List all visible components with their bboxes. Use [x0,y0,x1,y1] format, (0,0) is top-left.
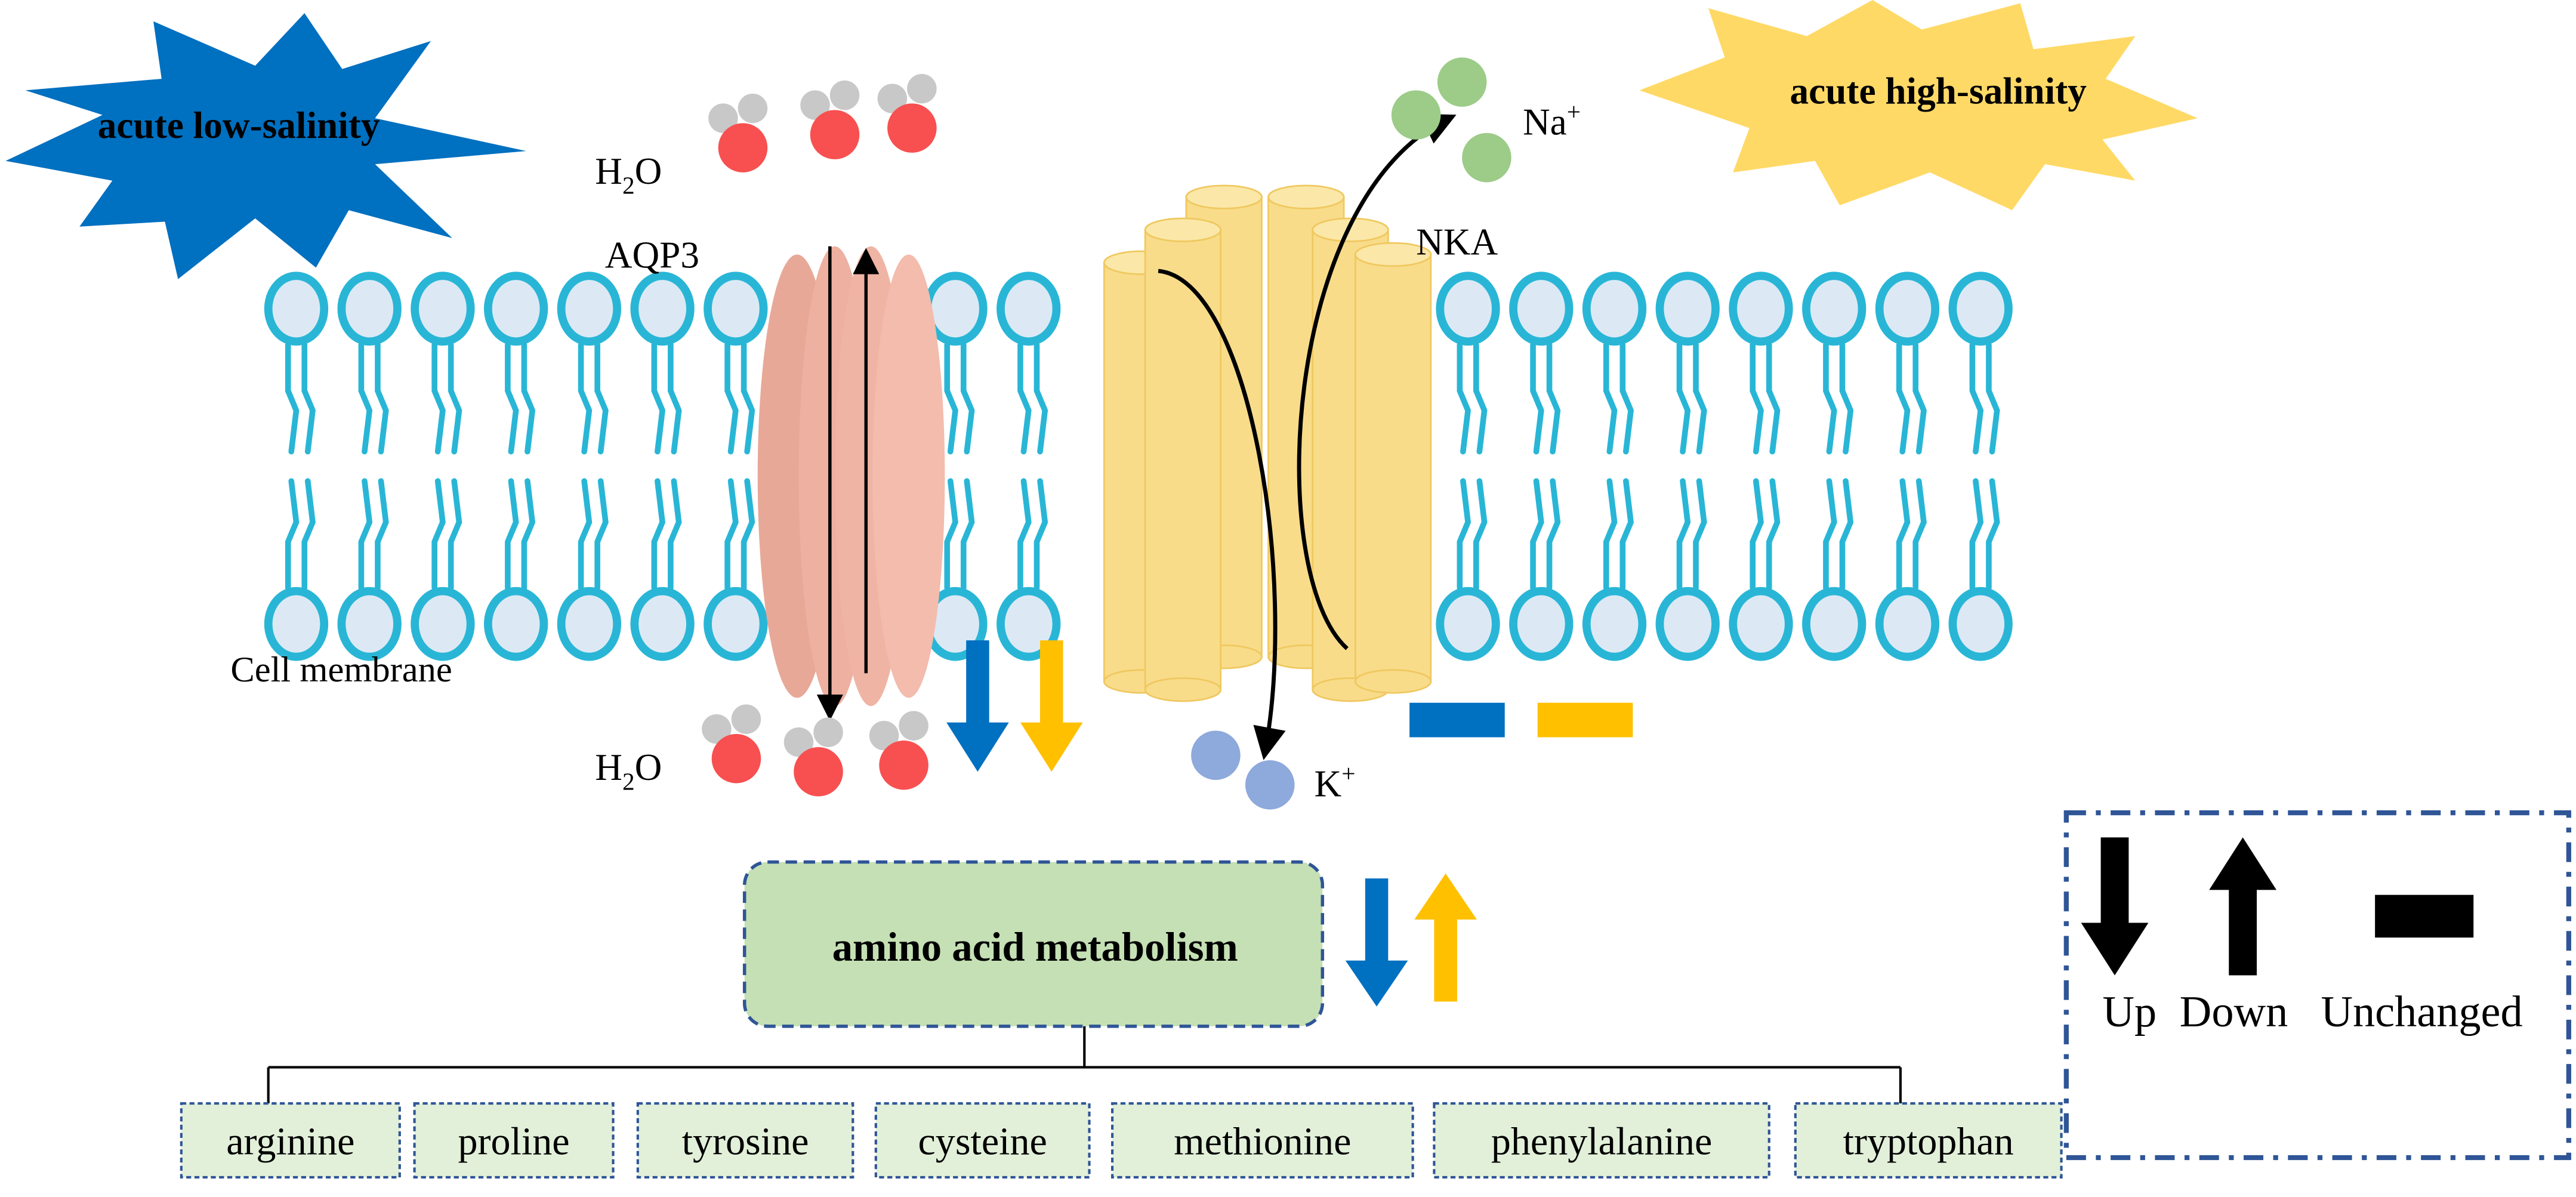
phospholipid [557,272,622,661]
phospholipid [1948,272,2013,661]
aqp3-channel [757,246,945,721]
amino-acid-label: arginine [226,1119,354,1163]
water-molecule [702,704,761,783]
nka-helix [1354,242,1432,694]
phospholipid [337,272,402,661]
cell-membrane-label: Cell membrane [230,650,452,690]
water-label-bottom: H2O [595,746,662,795]
amino-acid-box: methionine [1111,1102,1414,1179]
water-molecule [877,73,937,153]
potassium-ions [1191,730,1295,810]
metabolism-high-up-arrow [1414,873,1477,1002]
aqp3-low-down-arrow [946,640,1009,772]
amino-acid-label: proline [458,1119,570,1163]
legend-down-label: Down [2180,988,2288,1036]
nka-pump [1103,184,1432,702]
nka-helix [1144,217,1222,702]
amino-acid-box: cysteine [874,1102,1091,1179]
phospholipid [1655,272,1720,661]
phospholipid [1875,272,1940,661]
water-molecule [869,711,928,790]
phospholipid [1729,272,1793,661]
aqp3-high-down-arrow [1020,640,1083,772]
low-salinity-label: acute low-salinity [98,104,380,146]
aqp3-label: AQP3 [605,235,699,276]
phospholipid [704,272,768,661]
amino-acid-tree: arginine proline tyrosine cysteine methionin… [180,1026,2063,1179]
phospholipid [483,272,548,661]
low-salinity-burst: acute low-salinity [5,13,526,279]
water-molecule [800,80,860,159]
water-molecules [702,73,937,797]
phospholipid [1509,272,1574,661]
cell-membrane [264,272,2013,661]
amino-acid-box: tyrosine [636,1102,854,1179]
legend-up-arrow [2209,837,2277,976]
phospholipid [411,272,475,661]
amino-acid-box: phenylalanine [1433,1102,1770,1179]
phospholipid [1582,272,1647,661]
sodium-ions [1391,57,1511,183]
high-salinity-burst: acute high-salinity [1639,0,2198,211]
potassium-transport-arrow [1158,269,1286,760]
water-molecule [708,93,768,172]
potassium-label: K+ [1315,760,1356,805]
high-salinity-label: acute high-salinity [1790,70,2087,112]
water-label-top: H2O [595,150,662,199]
phospholipid [264,272,329,661]
amino-acid-box: arginine [180,1102,401,1179]
amino-acid-label: methionine [1174,1119,1351,1163]
legend-up-label: Up [2102,988,2157,1036]
sodium-transport-arrow [1297,113,1457,650]
nka-high-unchanged [1537,702,1633,738]
sodium-label: Na+ [1523,98,1581,143]
metabolism-label: amino acid metabolism [832,924,1238,970]
amino-acid-label: cysteine [918,1119,1047,1163]
nka-low-unchanged [1409,702,1505,738]
legend-down-arrow [2081,837,2149,976]
phospholipid [1436,272,1500,661]
metabolism-low-down-arrow [1345,878,1408,1007]
phospholipid [630,272,695,661]
amino-acid-label: phenylalanine [1491,1119,1712,1163]
legend-unchanged-bar [2375,894,2474,938]
legend: Up Down Unchanged [2063,810,2571,1161]
amino-acid-box: proline [413,1102,615,1179]
phospholipid [1802,272,1867,661]
amino-acid-box: tryptophan [1794,1102,2063,1179]
amino-acid-label: tryptophan [1843,1119,2014,1163]
water-molecule [783,717,843,797]
amino-acid-label: tyrosine [682,1119,809,1163]
phospholipid [997,272,1061,661]
metabolism-box [742,860,1325,1028]
legend-unchanged-label: Unchanged [2321,988,2522,1036]
nka-label: NKA [1416,221,1498,263]
